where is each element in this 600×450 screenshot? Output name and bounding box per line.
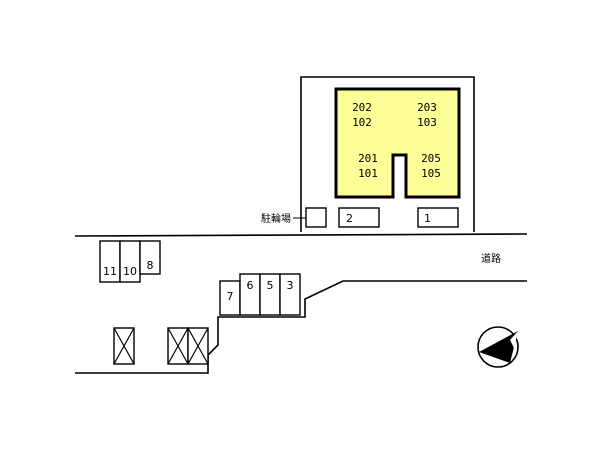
parking-space-number: 6 [247, 279, 254, 292]
parking-space [417, 207, 459, 228]
room-upper-label: 205 [421, 152, 441, 165]
road-edge-north [74, 233, 528, 237]
bicycle-parking-area [305, 207, 327, 228]
parking-space-number: 3 [287, 279, 294, 292]
parking-space-number: 8 [147, 259, 154, 272]
room-upper-label: 203 [417, 101, 437, 114]
apartment-building [334, 87, 461, 199]
bicycle-parking-label: 駐輪場 [261, 212, 291, 225]
road-label: 道路 [481, 252, 501, 265]
lot-boundary [300, 76, 475, 232]
crossed-block [113, 327, 135, 365]
room-lower-label: 102 [352, 116, 372, 129]
road-edge-south [75, 280, 527, 374]
room-upper-label: 201 [358, 152, 378, 165]
room-lower-label: 105 [421, 167, 441, 180]
parking-space-number: 1 [424, 212, 431, 225]
parking-space-number: 2 [346, 212, 353, 225]
parking-space [139, 240, 161, 275]
room-upper-label: 202 [352, 101, 372, 114]
crossed-block [167, 327, 189, 365]
parking-space-number: 5 [267, 279, 274, 292]
room-lower-label: 101 [358, 167, 378, 180]
parking-space [338, 207, 380, 228]
north-arrow-icon [477, 326, 519, 368]
room-lower-label: 103 [417, 116, 437, 129]
parking-space-number: 7 [227, 290, 234, 303]
parking-space-number: 10 [123, 265, 137, 278]
crossed-block [187, 327, 209, 365]
parking-space [279, 273, 301, 316]
parking-space-number: 11 [103, 265, 117, 278]
